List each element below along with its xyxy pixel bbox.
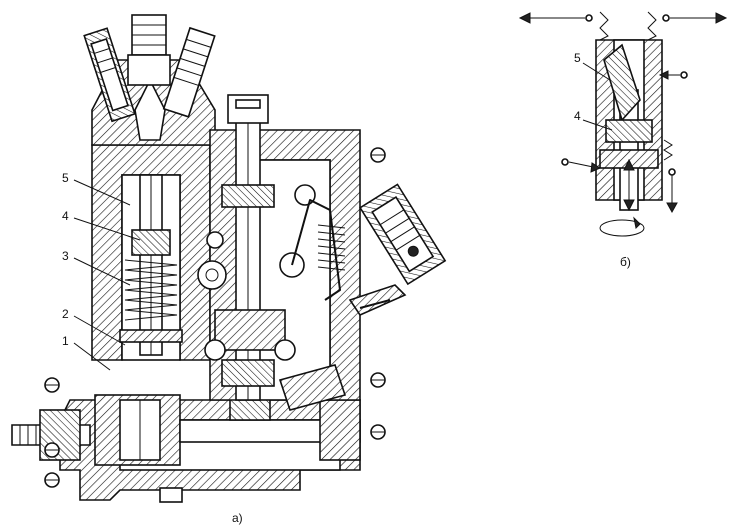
delivery-fitting-right [162,26,216,118]
caption-b: б) [620,255,631,269]
spring-seat [119,329,183,343]
flyweight-carrier [214,309,286,351]
mounting-bolt [370,372,386,388]
label-4-b: 4 [574,109,613,131]
inlet-arrow [658,70,688,80]
label-3-a: 3 [62,249,131,286]
label-5-a: 5 [62,171,131,206]
svg-text:5: 5 [62,171,69,185]
label-1-a: 1 [62,334,111,371]
stroke-arrow [623,158,635,212]
small-spring-right [663,139,673,161]
valve-spring-left [599,11,609,41]
bottom-drain-plug [159,487,183,503]
mounting-bolt [44,377,60,393]
svg-text:2: 2 [62,307,69,321]
label-4-a: 4 [62,209,141,241]
right-bearing [319,399,361,461]
adjuster-port [206,231,224,249]
control-arrow-left [561,158,602,173]
mounting-bolt [370,147,386,163]
mounting-bolt [370,424,386,440]
svg-text:5: 5 [574,51,581,65]
delivery-fitting-center [127,14,171,86]
shaft-top-nut [227,94,269,124]
outlet-arrow-right [662,12,728,24]
mounting-bolt [44,442,60,458]
metering-sleeve [131,229,171,256]
stop-solenoid [359,183,447,286]
plunger-spring [124,259,178,321]
shaft-top-cap [235,99,261,109]
lower-gear [221,359,275,387]
control-lever-pivot [197,260,227,290]
figure-b-schematic: 5 4 б) [518,11,728,269]
svg-text:4: 4 [574,109,581,123]
mounting-bolt [44,472,60,488]
schematic-channel [603,43,641,122]
shaft-key [19,425,37,445]
svg-text:4: 4 [62,209,69,223]
delivery-fitting-left [83,27,136,123]
figure-a-pump-section: 5 4 3 2 1 а) [11,14,447,525]
label-5-b: 5 [574,51,611,81]
svg-text:3: 3 [62,249,69,263]
schematic-sleeve [605,119,653,143]
label-2-a: 2 [62,307,126,346]
outlet-arrow-left [518,12,593,24]
upper-gear [221,184,275,208]
feed-pump-rotor [278,364,347,411]
svg-text:1: 1 [62,334,69,348]
return-arrow-right [666,168,678,214]
flyweight [274,339,296,361]
flyweight [204,339,226,361]
caption-a: а) [232,511,243,525]
governor-lever [291,199,341,301]
rotation-arrow [599,216,645,237]
valve-spring-right [647,11,657,41]
governor-spring [317,224,346,271]
